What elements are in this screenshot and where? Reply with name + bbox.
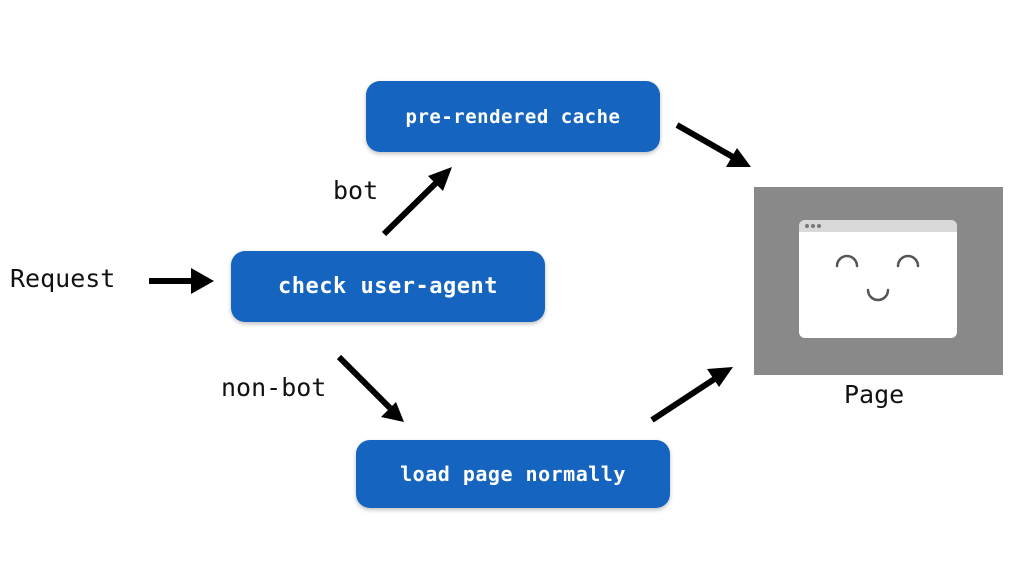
request-label: Request bbox=[10, 264, 116, 293]
page-label: Page bbox=[844, 380, 905, 409]
bot-branch-label: bot bbox=[333, 176, 379, 205]
check-user-agent-label: check user-agent bbox=[278, 274, 498, 299]
check-user-agent-node: check user-agent bbox=[231, 251, 545, 322]
window-dot-icon bbox=[817, 224, 821, 228]
non-bot-branch-label: non-bot bbox=[221, 373, 327, 402]
load-page-normally-label: load page normally bbox=[400, 462, 626, 486]
smiley-face-icon bbox=[835, 254, 920, 302]
arrow-request-to-check bbox=[149, 268, 214, 294]
mouth-icon bbox=[866, 288, 890, 302]
smiling-browser-window-icon bbox=[799, 220, 957, 338]
pre-rendered-cache-node: pre-rendered cache bbox=[366, 81, 660, 152]
arrow-check-to-cache bbox=[381, 167, 452, 237]
arrow-check-to-load bbox=[336, 354, 404, 422]
pre-rendered-cache-label: pre-rendered cache bbox=[405, 105, 621, 128]
window-dot-icon bbox=[811, 224, 815, 228]
right-eye-icon bbox=[896, 254, 920, 268]
arrow-load-to-page bbox=[650, 367, 733, 423]
page-panel bbox=[754, 187, 1003, 375]
browser-title-bar bbox=[799, 220, 957, 232]
window-dot-icon bbox=[805, 224, 809, 228]
load-page-normally-node: load page normally bbox=[356, 440, 670, 508]
arrow-cache-to-page bbox=[675, 122, 751, 167]
left-eye-icon bbox=[835, 254, 859, 268]
